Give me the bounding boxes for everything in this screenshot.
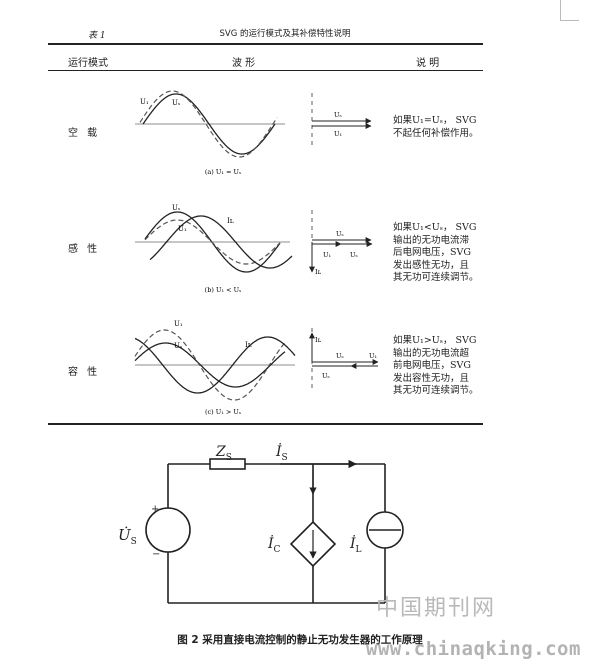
wave-label-il: Iʟ: [245, 341, 252, 349]
vector-label-il: Iʟ: [315, 268, 322, 276]
watermark-cn: 中国期刊网: [376, 596, 497, 621]
label-ic: İC: [267, 534, 281, 555]
vector-label-u1: U₁: [323, 251, 331, 259]
corner-mark: [560, 0, 579, 21]
wave-label-us: Uₛ: [174, 342, 183, 350]
vector-label-il: Iʟ: [315, 336, 322, 344]
subcaption-b: (b) U₁ < Uₛ: [205, 286, 242, 294]
wave-label-u1: U₁: [140, 98, 149, 106]
impedance-zs: [209, 458, 246, 470]
vector-label-us2: Uₛ: [350, 251, 358, 259]
description-line: 不起任何补偿作用。: [393, 127, 479, 139]
label-zs: ZS: [215, 444, 232, 463]
description-line: 发出容性无功，且: [393, 372, 470, 384]
label-us: U̇S: [118, 526, 137, 547]
subcaption-c: (c) U₁ > Uₛ: [205, 408, 241, 416]
table-header-rule: [48, 70, 483, 71]
vector-label-us2: Uₛ: [322, 372, 330, 380]
circuit-labels: ZS İS U̇S + − İC İL: [118, 442, 362, 560]
wave-u1: [144, 219, 281, 265]
vector-capacitive: Iʟ Uₛ U₁ Uₛ: [309, 328, 379, 388]
circuit-diagram: [145, 458, 404, 604]
description-line: 其无功可连续调节。: [393, 272, 479, 284]
wave-label-us: Uₛ: [172, 99, 181, 107]
watermark-en: www.chinaqking.com: [366, 638, 581, 660]
label-il: İL: [349, 534, 362, 555]
description-line: 如果U₁=Uₛ， SVG: [393, 115, 477, 126]
figure-caption: 图 2 采用直接电流控制的静止无功发生器的工作原理: [177, 634, 423, 646]
table-bottom-rule: [48, 423, 483, 425]
wave-label-u1: U₁: [174, 320, 183, 328]
wave-label-u1: U₁: [178, 225, 187, 233]
mode-no-load: 空 载: [68, 128, 101, 139]
wave-il: [149, 215, 293, 269]
table-number: 表 1: [88, 31, 106, 41]
description-line: 如果U₁<Uₛ， SVG: [393, 222, 477, 233]
waveform-capacitive: U₁ Uₛ Iʟ (c) U₁ > Uₛ: [134, 320, 296, 416]
description-line: 前电网电压，SVG: [393, 360, 471, 372]
table-title: SVG 的运行模式及其补偿特性说明: [219, 29, 351, 39]
description-line: 其无功可连续调节。: [393, 385, 479, 397]
description-capacitive: 如果U₁>Uₛ， SVG 输出的无功电流超 前电网电压，SVG 发出容性无功，且…: [393, 335, 488, 398]
waveform-no-load: U₁ Uₛ (a) U₁ = Uₛ: [135, 90, 285, 176]
wave-il: [134, 336, 296, 394]
current-source-il: [366, 511, 404, 549]
header-waveform: 波 形: [232, 58, 256, 69]
description-inductive: 如果U₁<Uₛ， SVG 输出的无功电流滞 后电网电压，SVG 发出感性无功，且…: [393, 222, 488, 285]
vector-label-us: Uₛ: [336, 352, 344, 360]
description-line: 输出的无功电流超: [393, 347, 470, 359]
table-top-rule: [48, 43, 483, 45]
wave-u1: [134, 329, 286, 401]
label-is: İS: [275, 442, 288, 463]
vector-label-u1: U₁: [369, 352, 377, 360]
vector-label-us: Uₛ: [334, 111, 342, 119]
voltage-source-us: [145, 507, 191, 553]
description-line: 如果U₁>Uₛ， SVG: [393, 335, 477, 346]
wave-us: [142, 93, 276, 155]
description-line: 输出的无功电流滞: [393, 234, 470, 246]
vector-label-u1: U₁: [334, 130, 342, 138]
vector-no-load: Uₛ U₁: [311, 93, 372, 148]
plus-sign: +: [151, 504, 159, 515]
minus-sign: −: [152, 549, 160, 560]
wave-label-us: Uₛ: [172, 204, 181, 212]
vector-inductive: Uₛ U₁ Uₛ Iʟ: [309, 210, 373, 276]
wave-us: [134, 342, 286, 388]
subcaption-a: (a) U₁ = Uₛ: [205, 168, 241, 176]
header-description: 说 明: [416, 58, 440, 69]
waveform-inductive: Uₛ Iʟ U₁ (b) U₁ < Uₛ: [135, 204, 293, 294]
description-no-load: 如果U₁=Uₛ， SVG 不起任何补偿作用。: [393, 115, 488, 140]
header-mode: 运行模式: [68, 58, 108, 69]
vector-label-us: Uₛ: [336, 230, 344, 238]
wave-u1: [139, 90, 278, 158]
wave-label-il: Iʟ: [227, 217, 234, 225]
description-line: 后电网电压，SVG: [393, 247, 471, 259]
description-line: 发出感性无功，且: [393, 259, 470, 271]
mode-inductive: 感 性: [68, 244, 101, 255]
mode-capacitive: 容 性: [68, 367, 101, 378]
controlled-current-source-ic: [289, 520, 337, 568]
